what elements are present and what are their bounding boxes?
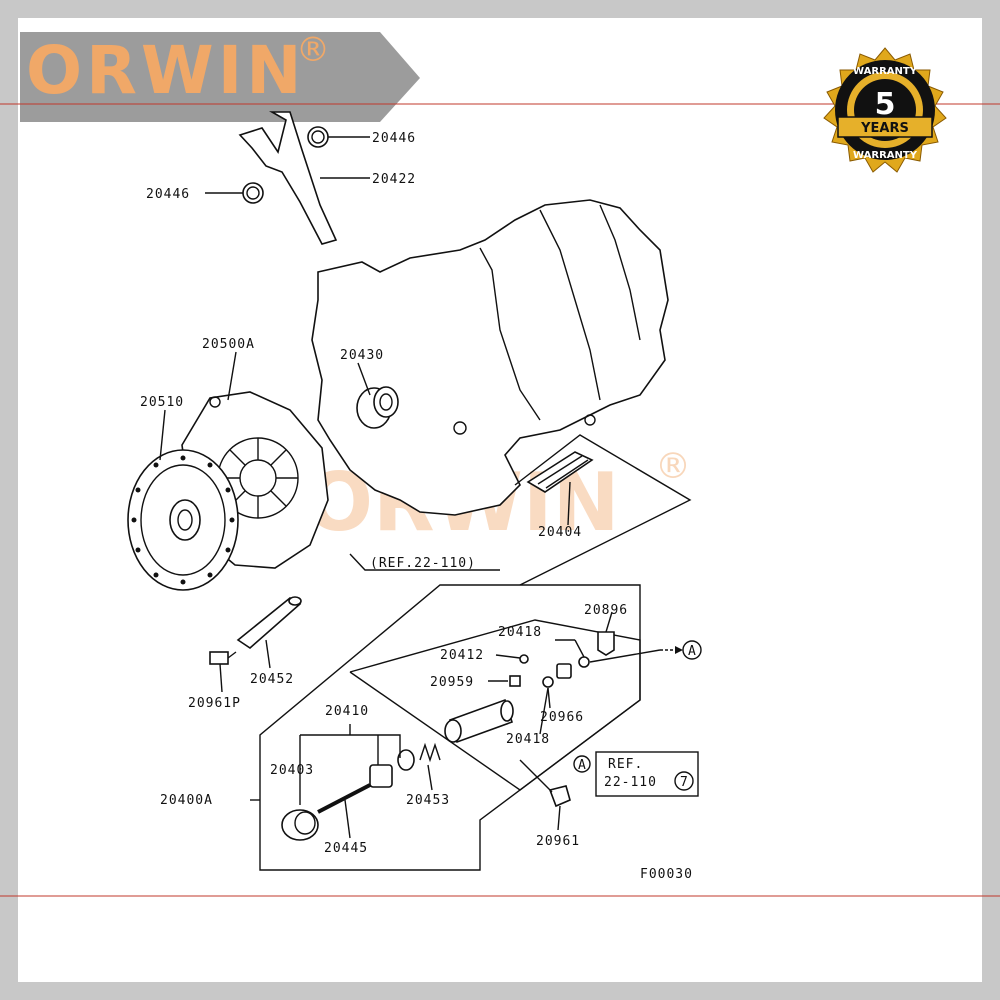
washer (397, 749, 415, 771)
slave-cylinder-outline (349, 619, 641, 791)
label-ref-box-7: 7 (680, 775, 689, 790)
ref-7-circle (674, 771, 694, 791)
label-20418-lower: 20418 (506, 732, 550, 747)
piston (369, 764, 393, 788)
badge-top-text: WARRANTY (853, 66, 918, 77)
bolt-20896 (597, 631, 615, 656)
label-20446-left: 20446 (146, 187, 190, 202)
bleeder-cap (519, 654, 529, 664)
badge-ribbon (837, 116, 933, 138)
label-arrow-a: A (688, 644, 697, 659)
label-20452: 20452 (250, 672, 294, 687)
ref-leader-upper (349, 553, 500, 571)
brand-banner-shape (20, 32, 420, 122)
label-20430: 20430 (340, 348, 384, 363)
badge-number: 5 (875, 87, 896, 122)
fork-boot-left (242, 182, 264, 204)
label-20410: 20410 (325, 704, 369, 719)
clutch-disc-rivets (131, 455, 235, 585)
pivot-pin (236, 597, 302, 650)
dust-boot-ribs (537, 455, 589, 489)
warranty-badge: WARRANTY 5 YEARS WARRANTY (823, 47, 947, 173)
label-20418-upper: 20418 (498, 625, 542, 640)
label-20896: 20896 (584, 603, 628, 618)
leader-lines (159, 136, 692, 839)
label-20404: 20404 (538, 525, 582, 540)
label-20959: 20959 (430, 675, 474, 690)
clutch-disc-inner (140, 464, 226, 576)
housing-flange (479, 247, 541, 421)
housing-bolt-boss (453, 421, 467, 435)
label-20961: 20961 (536, 834, 580, 849)
ref-box (595, 751, 699, 797)
fork-boot-top (307, 126, 329, 148)
label-ref-box-line1: REF. (608, 757, 643, 772)
spring (419, 742, 441, 763)
label-20403: 20403 (270, 763, 314, 778)
fork-boot-top-inner (311, 130, 325, 144)
clutch-fork (238, 111, 338, 245)
housing-rib (539, 209, 601, 401)
label-20453: 20453 (406, 793, 450, 808)
watermark-reg: ® (655, 446, 691, 487)
clutch-disc-spline (177, 509, 193, 531)
clutch-subassy-outline (259, 584, 641, 871)
label-20961p: 20961P (188, 696, 241, 711)
transmission-housing (311, 199, 669, 516)
piston-boot (281, 809, 319, 841)
brand-registered-mark: ® (296, 30, 330, 70)
label-20445: 20445 (324, 841, 368, 856)
label-20446-top: 20446 (372, 131, 416, 146)
label-ref-box-line2: 22-110 (604, 775, 657, 790)
bolt-20961 (548, 785, 571, 808)
arrow-a-circle (682, 640, 702, 660)
dust-boot (526, 451, 594, 493)
housing-rib-2 (599, 204, 641, 341)
slave-cylinder-end (444, 719, 462, 743)
label-ref-a: A (578, 758, 587, 773)
fork-boot-left-inner (246, 186, 260, 200)
label-ref-22-110: (REF.22-110) (370, 556, 476, 571)
release-bearing-face (373, 386, 399, 418)
release-bearing-bore (379, 393, 393, 411)
label-20510: 20510 (140, 395, 184, 410)
badge-bottom-text: WARRANTY (853, 150, 918, 161)
pressure-plate-dowel (209, 396, 221, 408)
label-figure-code: F00030 (640, 867, 693, 882)
bleeder-screw (509, 675, 521, 687)
label-20966: 20966 (540, 710, 584, 725)
badge-years: YEARS (860, 121, 909, 136)
gasket-lower (542, 676, 554, 688)
label-20412: 20412 (440, 648, 484, 663)
bolt-20896-leader (589, 649, 661, 663)
pivot-pin-end (288, 596, 302, 606)
arrow-to-a-head (675, 646, 683, 654)
brand-logo: ORWIN (26, 32, 306, 109)
slave-cylinder-end-2 (500, 700, 514, 722)
gasket-upper (578, 656, 590, 668)
push-rod (317, 783, 371, 814)
piston-boot-rim (294, 811, 316, 835)
housing-bolt-boss-2 (584, 414, 596, 426)
label-20400a: 20400A (160, 793, 213, 808)
bolt-20961-shank (519, 759, 553, 793)
bolt-20961p (209, 651, 229, 665)
bolt-20961p-shank (227, 651, 237, 659)
label-20422: 20422 (372, 172, 416, 187)
union-bolt-20966 (556, 663, 572, 679)
clutch-disc-hub (169, 499, 201, 541)
ref-a-circle (573, 755, 591, 773)
label-20500a: 20500A (202, 337, 255, 352)
